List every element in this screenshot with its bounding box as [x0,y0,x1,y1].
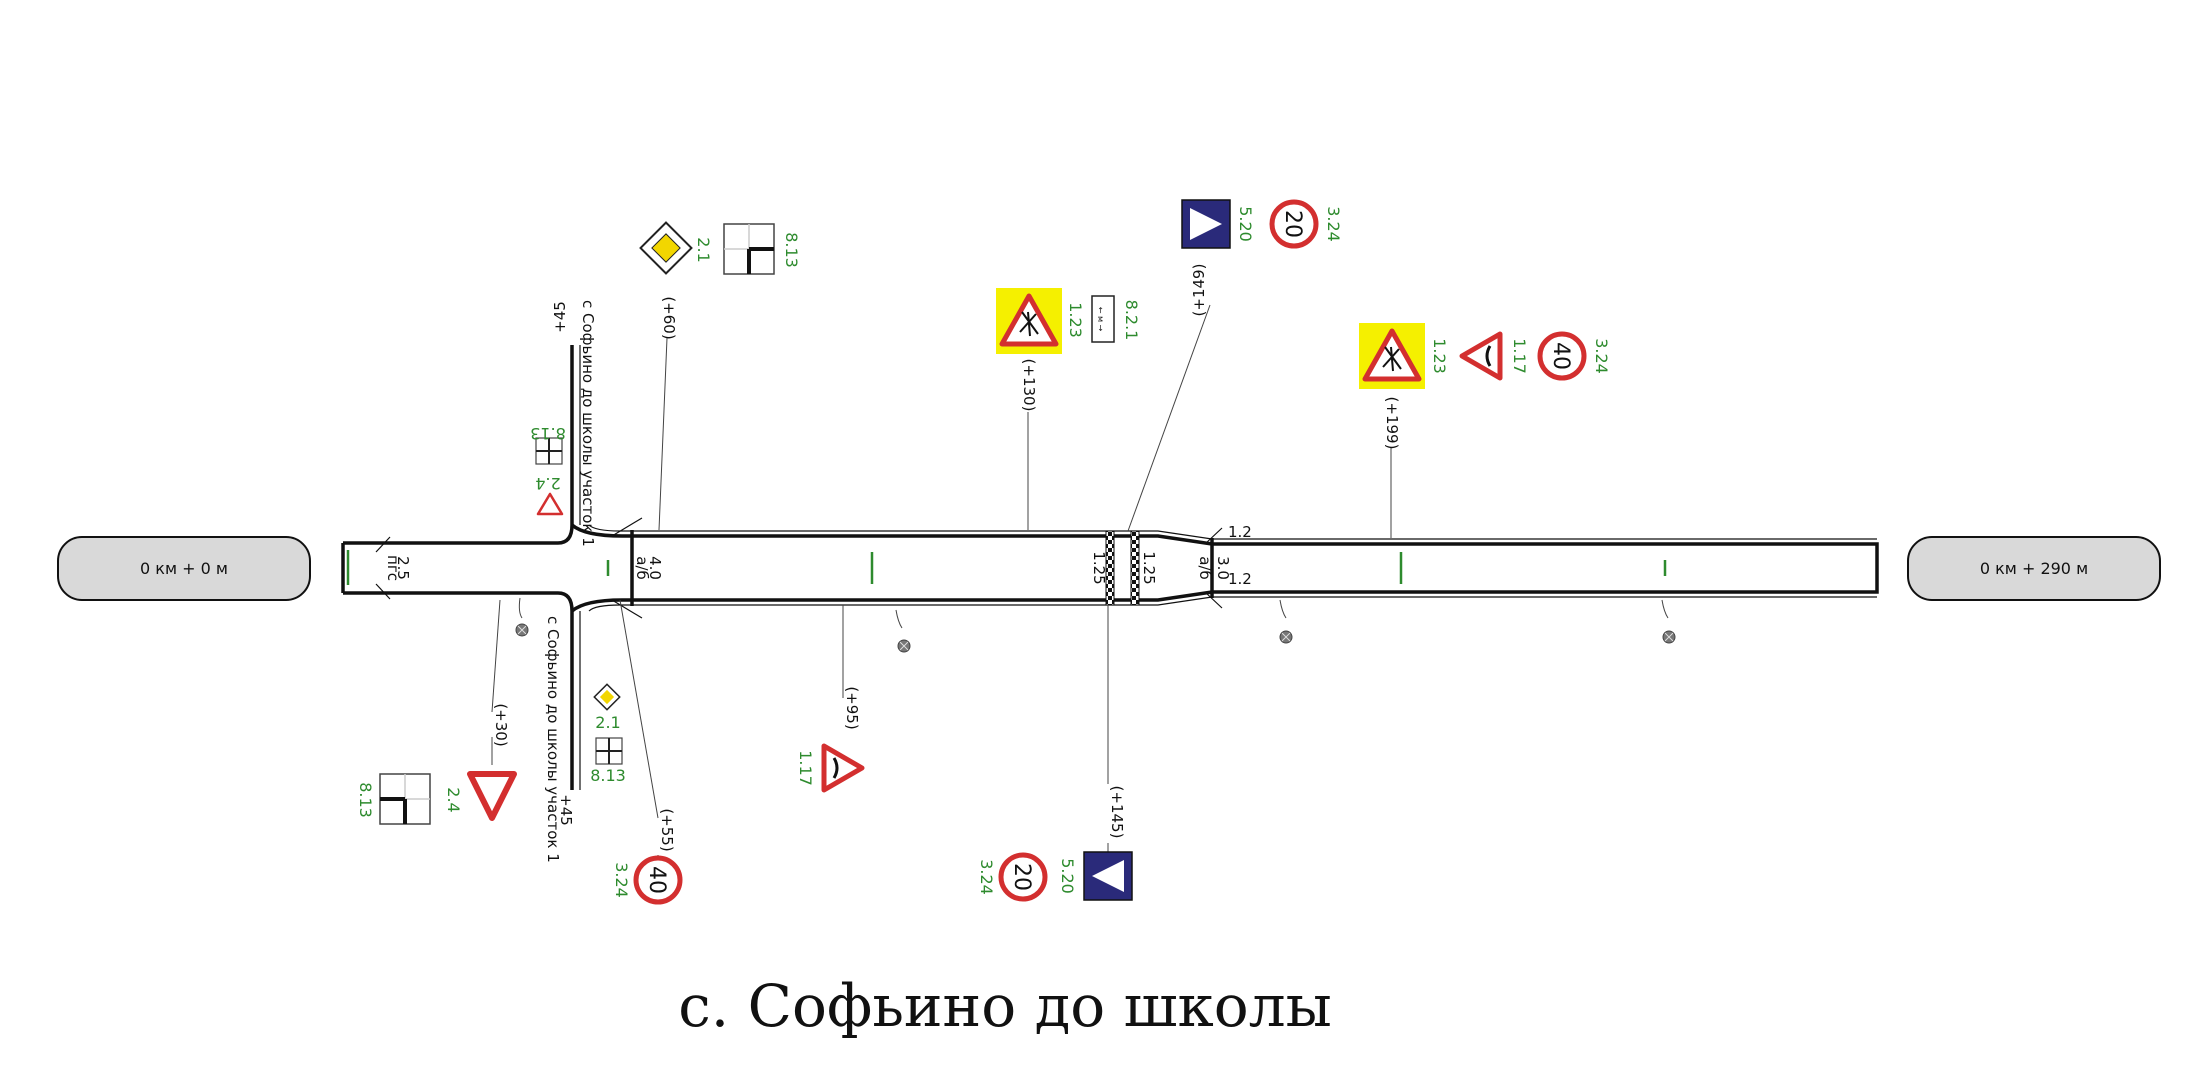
edge-width-left: 1.25 [1090,551,1108,584]
speed-limit-40-sign-icon-2: 40 [633,855,683,905]
width-main: 4.0 [646,556,664,580]
axis-markings [346,550,1667,585]
crosswalk-sign-icon [1181,199,1231,249]
pavement-right: а/б [1196,556,1214,580]
code-2-1-bottom: 2.1 [595,713,620,732]
shoulder-top: 1.2 [1228,523,1252,541]
code-3-24-bottom-2: 3.24 [977,859,996,895]
km-end-marker: 0 км + 290 м [1907,536,2161,601]
speed-limit-20-sign-icon-2: 20 [998,852,1048,902]
code-3-24-top-1: 3.24 [1324,206,1343,242]
pavement-main: а/б [633,556,651,580]
yield-sign-icon-small [536,492,564,516]
side-offset-top: +45 [551,301,569,333]
code-8-13-left: 8.13 [530,424,566,443]
page-title: с. Софьино до школы [678,972,1331,1040]
code-1-23-top: 1.23 [1066,302,1085,338]
offset-30: (+30) [492,703,510,746]
side-road-label-top: с Софьино до школы участок 1 [579,300,597,547]
offset-145: (+145) [1108,786,1126,839]
leader-lines [491,304,1392,858]
code-8-13-bottom: 8.13 [590,766,626,785]
offset-60: (+60) [660,296,678,339]
children-warning-sign-icon-2 [1359,323,1425,389]
code-3-24-bottom-1: 3.24 [612,862,631,898]
yield-sign-icon [467,771,517,821]
intersection-plate-icon-2 [379,773,431,825]
intersection-plate-icon-small-2 [595,737,623,765]
code-1-23-top-2: 1.23 [1430,338,1449,374]
offset-55: (+55) [658,808,676,851]
speed-limit-20-sign-icon: 20 [1269,199,1319,249]
code-2-1-top: 2.1 [694,237,713,262]
side-offset-bottom: +45 [557,794,575,826]
km-start-text: 0 км + 0 м [140,559,228,578]
priority-road-sign-icon-small [593,683,621,711]
offset-130: (+130) [1020,359,1038,412]
code-2-4-bottom: 2.4 [444,787,463,812]
code-8-13-bottom-2: 8.13 [356,782,375,818]
sign-20-top: 20 [1280,210,1305,238]
lamp-post-3 [1279,599,1293,644]
sign-40-bottom: 40 [644,866,669,894]
code-1-17-top: 1.17 [1510,338,1529,374]
road-ticks [375,517,1223,619]
code-5-20-bottom: 5.20 [1058,858,1077,894]
priority-road-sign-icon [639,221,693,275]
edge-width-right: 1.25 [1140,551,1158,584]
lamp-post-4 [1661,599,1676,644]
offset-199: (+199) [1383,397,1401,450]
plate-text: ← м → [1096,307,1105,332]
speed-limit-40-sign-icon: 40 [1537,331,1587,381]
code-3-24-top-2: 3.24 [1592,338,1611,374]
sign-20-bottom: 20 [1009,863,1034,891]
intersection-plate-icon-small [535,437,563,465]
offset-149: (+149) [1190,264,1208,317]
width-right: 3.0 [1214,556,1232,580]
side-road-label-bottom: с Софьино до школы участок 1 [544,616,562,863]
lamp-post-1 [515,597,529,637]
code-8-13-top: 8.13 [782,232,801,268]
code-5-20-top: 5.20 [1236,206,1255,242]
km-start-marker: 0 км + 0 м [57,536,311,601]
lamp-post-2 [895,609,911,653]
code-8-2-1: 8.2.1 [1122,300,1141,341]
sign-40-top: 40 [1548,342,1573,370]
code-2-4-left: 2.4 [535,474,560,493]
speed-bump-sign-icon-2 [821,743,865,793]
pavement-left: пгс [384,555,402,581]
road-outline [341,345,1879,790]
width-side: 2.5 [394,556,412,580]
offset-95: (+95) [843,686,861,729]
distance-plate-icon: ← м → [1091,295,1115,343]
code-1-17-bottom: 1.17 [796,750,815,786]
crosswalk-sign-icon-2 [1083,851,1133,901]
shoulder-bottom: 1.2 [1228,570,1252,588]
children-warning-sign-icon [996,288,1062,354]
km-end-text: 0 км + 290 м [1980,559,2088,578]
intersection-plate-icon [723,223,775,275]
speed-bump-sign-icon [1459,331,1503,381]
